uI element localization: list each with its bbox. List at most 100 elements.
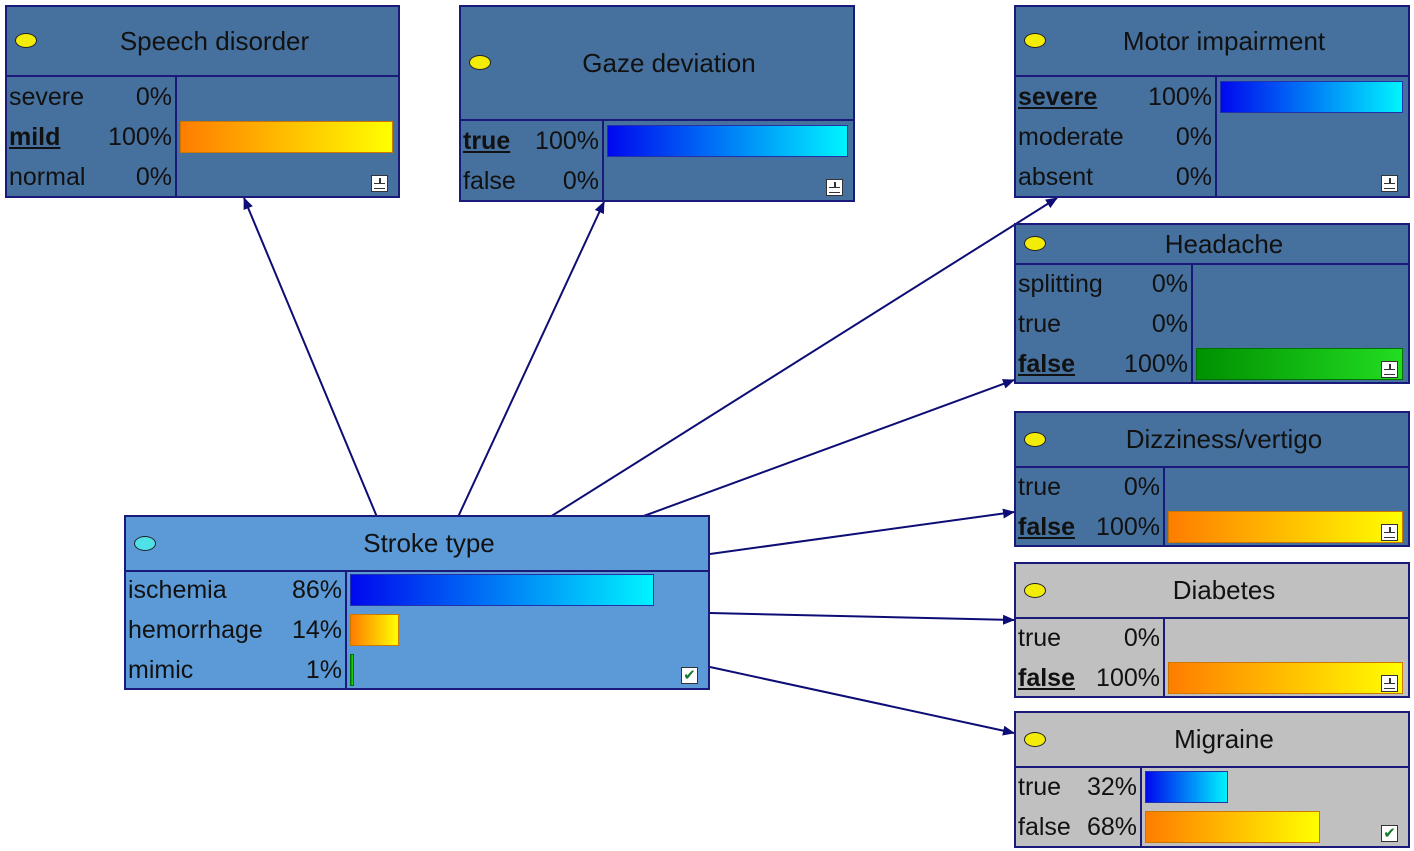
belief-bar: [1220, 80, 1403, 113]
state-percent: 14%: [291, 616, 342, 644]
state-label: normal: [9, 162, 86, 191]
belief-bars: [1142, 768, 1408, 846]
state-label: false: [1018, 512, 1075, 541]
node-title: Headache: [1164, 228, 1284, 259]
node-header: Stroke type: [126, 517, 708, 572]
ground-icon[interactable]: [1381, 524, 1398, 541]
state-label: hemorrhage: [128, 616, 263, 644]
belief-bar: [1168, 510, 1403, 543]
state-percent: 100%: [1148, 82, 1212, 111]
state-row-ischemia[interactable]: ischemia 86%: [126, 570, 345, 610]
ground-icon[interactable]: [1381, 175, 1398, 192]
state-percent: 0%: [1151, 269, 1188, 298]
state-label: false: [463, 166, 516, 195]
node-header: Dizziness/vertigo: [1016, 413, 1408, 468]
state-label: true: [1018, 472, 1062, 501]
node-title: Stroke type: [363, 528, 495, 558]
status-led-icon: [1024, 33, 1046, 48]
state-row-true[interactable]: true 0%: [1016, 304, 1191, 344]
state-label: ischemia: [128, 576, 227, 604]
belief-bars: [1165, 619, 1408, 696]
belief-bar: [1168, 661, 1403, 694]
belief-bar: [607, 124, 848, 157]
state-percent: 0%: [1151, 309, 1188, 338]
state-row-true[interactable]: true 100%: [461, 121, 602, 161]
state-label: severe: [1018, 82, 1098, 111]
node-header: Migraine: [1016, 713, 1408, 768]
state-label: false: [1018, 813, 1071, 841]
state-label: false: [1018, 349, 1075, 378]
belief-bar: [1196, 347, 1403, 380]
state-percent: 0%: [1175, 122, 1212, 151]
status-led-icon: [134, 535, 156, 551]
ground-icon[interactable]: [826, 179, 843, 196]
ground-icon[interactable]: [1381, 675, 1398, 692]
state-row-hemorrhage[interactable]: hemorrhage 14%: [126, 610, 345, 650]
state-percent: 0%: [1175, 162, 1212, 191]
state-row-splitting[interactable]: splitting 0%: [1016, 264, 1191, 304]
status-led-icon: [1024, 236, 1046, 251]
ground-icon[interactable]: [1381, 361, 1398, 378]
state-list: splitting 0% true 0% false 100%: [1016, 265, 1193, 382]
belief-bar: [180, 120, 393, 153]
state-label: absent: [1018, 162, 1094, 191]
state-label: true: [1018, 623, 1062, 652]
state-label: true: [463, 126, 511, 155]
state-row-absent[interactable]: absent 0%: [1016, 157, 1215, 197]
belief-bar: [350, 574, 654, 606]
state-percent: 100%: [1124, 349, 1188, 378]
status-led-icon: [15, 33, 37, 48]
check-icon[interactable]: ✔: [681, 667, 698, 684]
belief-bars: [1193, 265, 1408, 382]
state-label: false: [1018, 663, 1075, 692]
edge-stroke-to-diabetes: [709, 612, 1015, 625]
belief-bars: [1217, 77, 1408, 196]
state-percent: 100%: [108, 122, 172, 151]
node-title: Motor impairment: [1122, 25, 1326, 56]
state-row-severe[interactable]: severe 100%: [1016, 77, 1215, 117]
belief-bars: [604, 121, 853, 200]
edge-stroke-to-motor: [549, 197, 1058, 518]
node-stroke[interactable]: Stroke type ischemia 86% hemorrhage 14% mimic…: [124, 515, 710, 690]
ground-icon[interactable]: [371, 175, 388, 192]
belief-bars: [177, 77, 398, 196]
state-percent: 0%: [135, 82, 172, 111]
state-percent: 86%: [291, 576, 342, 604]
node-title: Gaze deviation: [582, 47, 756, 78]
node-headache[interactable]: Headache splitting 0% true 0% false 100%: [1014, 223, 1410, 384]
status-led-icon: [1024, 431, 1046, 447]
check-icon[interactable]: ✔: [1381, 825, 1398, 842]
state-row-false[interactable]: false 100%: [1016, 344, 1191, 384]
belief-bars: [347, 572, 708, 688]
state-label: true: [1018, 309, 1062, 338]
state-percent: 32%: [1086, 773, 1137, 801]
edge-stroke-to-headache: [640, 379, 1015, 518]
edge-stroke-to-dizzy: [709, 508, 1015, 555]
node-header: Speech disorder: [7, 7, 398, 77]
state-label: splitting: [1018, 269, 1103, 298]
state-percent: 100%: [535, 126, 599, 155]
